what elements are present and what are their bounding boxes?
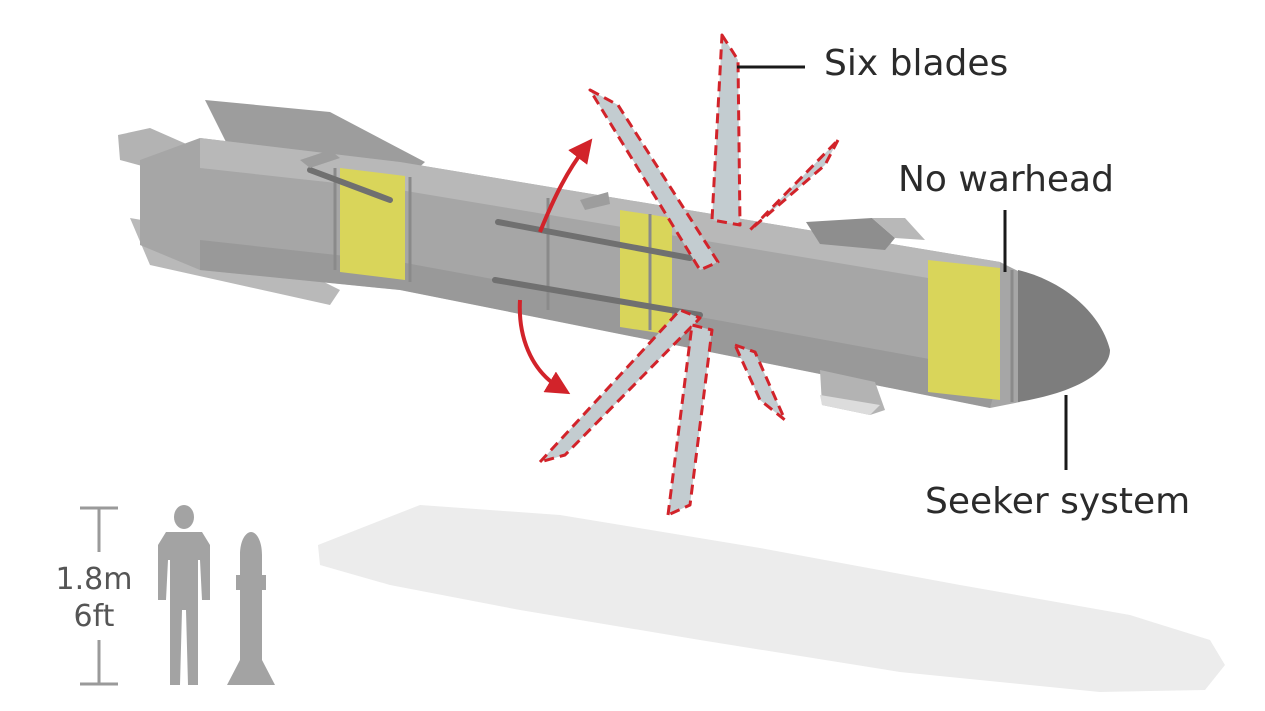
yellow-band-front xyxy=(928,260,1000,400)
blade-top xyxy=(710,33,742,227)
scale-imperial-label: 6ft xyxy=(73,599,115,634)
blade-upper-left xyxy=(588,88,720,272)
blade-lower-left xyxy=(538,308,702,464)
rotation-arrow-icon xyxy=(517,299,571,395)
height-scale xyxy=(80,506,118,686)
yellow-band-rear xyxy=(340,168,405,280)
rotation-arrow-icon xyxy=(538,138,593,233)
no-warhead-label: No warhead xyxy=(898,159,1114,200)
leader-lines xyxy=(737,65,1068,470)
scale-metric-label: 1.8m xyxy=(55,562,133,597)
missile-silhouette-icon xyxy=(227,532,275,685)
blade-upper-right xyxy=(748,138,840,232)
yellow-band-middle xyxy=(620,210,672,335)
lower-fin-light xyxy=(820,395,880,415)
body-shade xyxy=(200,240,1000,408)
blade-bottom xyxy=(666,323,714,517)
person-silhouette-icon xyxy=(158,505,210,685)
missile-shadow xyxy=(318,505,1225,692)
body-rails xyxy=(307,167,703,318)
blade-lower-right xyxy=(733,343,787,422)
seeker-nose xyxy=(1018,270,1110,402)
six-blades-label: Six blades xyxy=(824,43,1009,84)
seeker-system-label: Seeker system xyxy=(925,481,1191,522)
top-fins xyxy=(300,150,925,250)
six-blades xyxy=(538,33,840,517)
